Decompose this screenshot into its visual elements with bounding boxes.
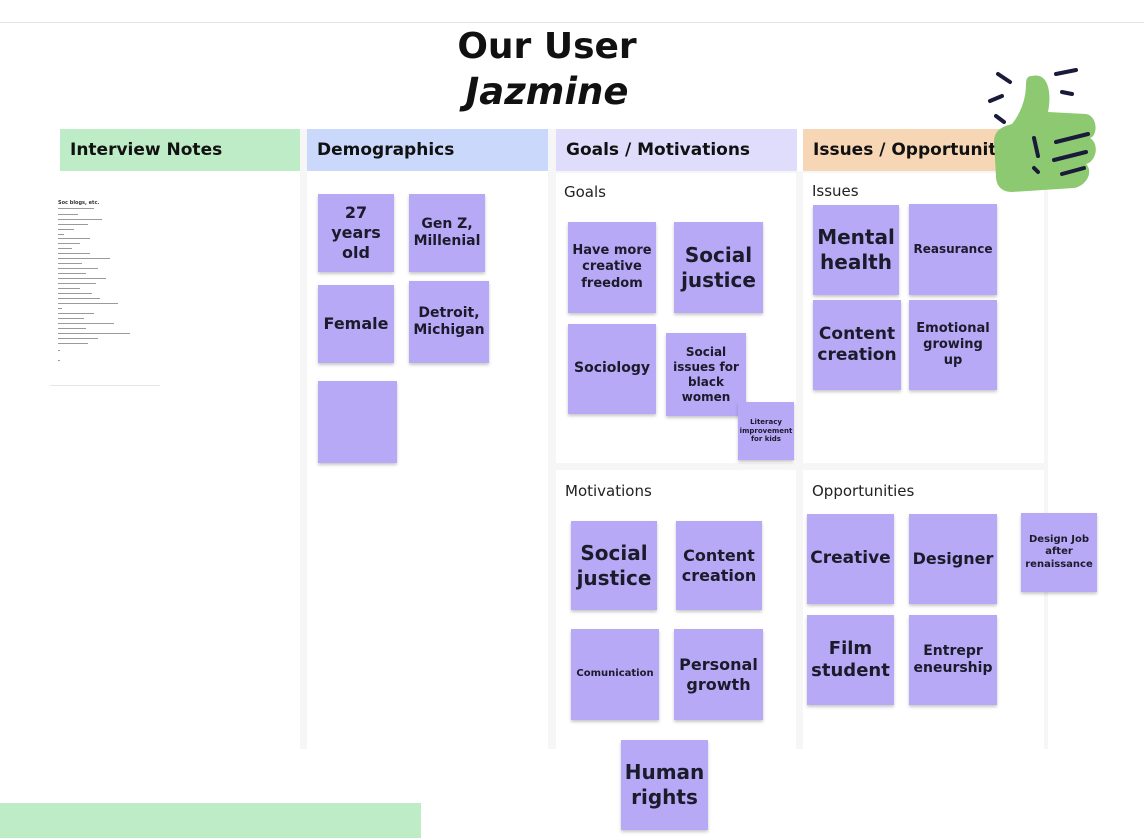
document-text-line [58,224,88,225]
sticky-note-goal[interactable]: Literacy improvement for kids [738,402,794,460]
sticky-note-issue[interactable]: Content creation [813,300,901,390]
document-text-line [58,258,110,259]
document-text-line [58,278,106,279]
board-title: Our User [457,26,637,67]
document-text-line [58,214,78,215]
bottom-green-bar [0,803,421,838]
sticky-note-issue[interactable]: Reasurance [909,204,997,295]
sticky-note-age[interactable]: 27 years old [318,194,394,272]
sticky-note-goal[interactable]: Social justice [674,222,763,313]
sticky-note-opportunity[interactable]: Film student [807,615,894,705]
issues-label: Issues [812,182,859,200]
sticky-note-goal[interactable]: Have more creative freedom [568,222,656,313]
document-text-line [58,298,100,299]
sticky-note-empty[interactable] [318,381,397,463]
opportunities-panel [803,470,1044,749]
document-text-line [58,219,102,220]
sticky-note-motivation[interactable]: Comunication [571,629,659,720]
document-text-line [58,323,114,324]
document-text-line [58,253,90,254]
sticky-note-location[interactable]: Detroit, Michigan [409,281,489,363]
sticky-note-issue[interactable]: Emotional growing up [909,300,997,390]
document-text-line [58,313,94,314]
interview-notes-document[interactable]: Soc blogs, etc. [50,190,160,386]
header-interview-notes[interactable]: Interview Notes [60,129,300,171]
document-text-line [58,273,86,274]
document-text-line [58,234,64,235]
thumbs-up-icon[interactable] [982,64,1102,194]
document-text-line [58,338,98,339]
column-divider [548,129,556,749]
document-text-line [58,308,62,309]
document-text-line [58,248,72,249]
header-demographics[interactable]: Demographics [307,129,548,171]
document-text-line [58,243,80,244]
sticky-note-issue[interactable]: Mental health [813,205,899,295]
opportunities-label: Opportunities [812,482,915,500]
sticky-note-motivation[interactable]: Social justice [571,521,657,610]
document-text-line [58,350,60,351]
document-text-line [58,343,88,344]
document-text-line [58,303,118,304]
document-text-line [58,288,80,289]
motivations-label: Motivations [565,482,652,500]
sticky-note-goal[interactable]: Sociology [568,324,656,414]
sticky-note-opportunity[interactable]: Designer [909,514,997,604]
document-title: Soc blogs, etc. [58,200,100,206]
sticky-note-gender[interactable]: Female [318,285,394,363]
sticky-note-generation[interactable]: Gen Z, Millenial [409,194,485,272]
sticky-note-motivation[interactable]: Content creation [676,521,762,610]
board-subtitle: Jazmine [465,70,629,113]
document-text-line [58,318,84,319]
document-text-line [58,283,96,284]
document-text-line [58,360,60,361]
document-text-line [58,263,82,264]
document-text-line [58,293,92,294]
sticky-note-opportunity[interactable]: Entrepr eneurship [909,615,997,705]
document-text-line [58,268,98,269]
document-text-line [58,229,74,230]
document-text-line [58,238,90,239]
sticky-note-opportunity[interactable]: Design Job after renaissance [1021,513,1097,592]
sticky-note-motivation[interactable]: Human rights [621,740,708,830]
sticky-note-motivation[interactable]: Personal growth [674,629,763,720]
top-divider [0,22,1144,23]
sticky-note-goal[interactable]: Social issues for black women [666,333,746,416]
sticky-note-opportunity[interactable]: Creative [807,514,894,604]
document-text-line [58,328,86,329]
goals-label: Goals [564,183,606,201]
document-text-line [58,208,94,209]
header-goals-motivations[interactable]: Goals / Motivations [556,129,797,171]
column-divider [300,129,307,749]
document-text-line [58,333,130,334]
